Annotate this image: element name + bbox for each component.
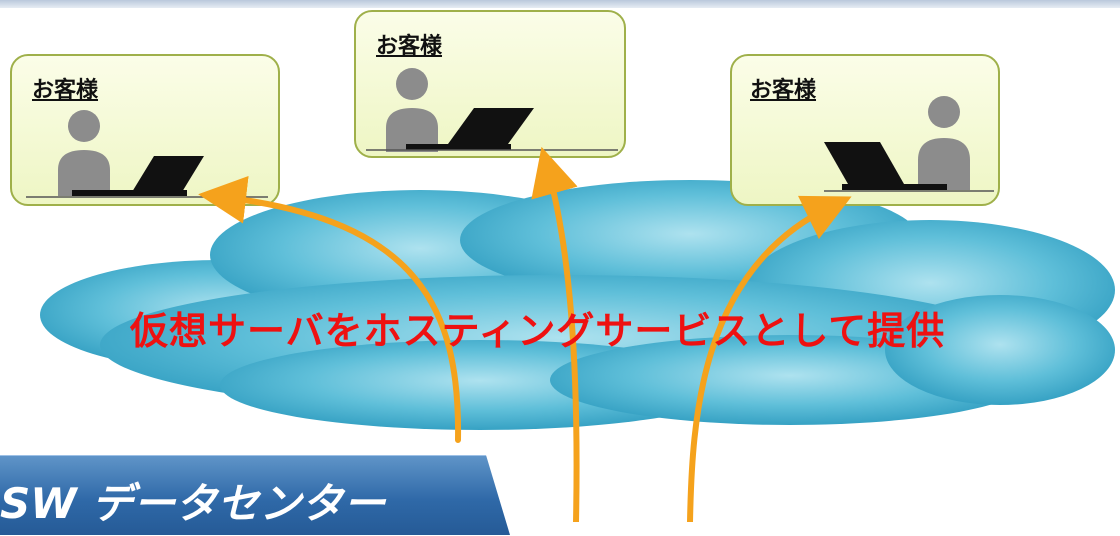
customer-at-laptop-icon (824, 96, 994, 192)
arrow-to-left-client (198, 175, 462, 443)
client-title: お客様 (32, 78, 99, 103)
client-title: お客様 (376, 34, 443, 59)
client-box-right: お客様 (730, 54, 1000, 206)
datacenter-label: SW データセンター (0, 479, 386, 528)
connection-arrows (198, 146, 852, 522)
client-title: お客様 (750, 78, 817, 103)
client-box-center: お客様 (354, 10, 626, 158)
arrow-to-right-client (687, 195, 852, 522)
top-banner-strip (0, 0, 1120, 8)
customer-at-laptop-icon (26, 110, 268, 198)
cloud-caption: 仮想サーバをホスティングサービスとして提供 (130, 309, 946, 353)
arrow-to-center-client (531, 146, 580, 522)
